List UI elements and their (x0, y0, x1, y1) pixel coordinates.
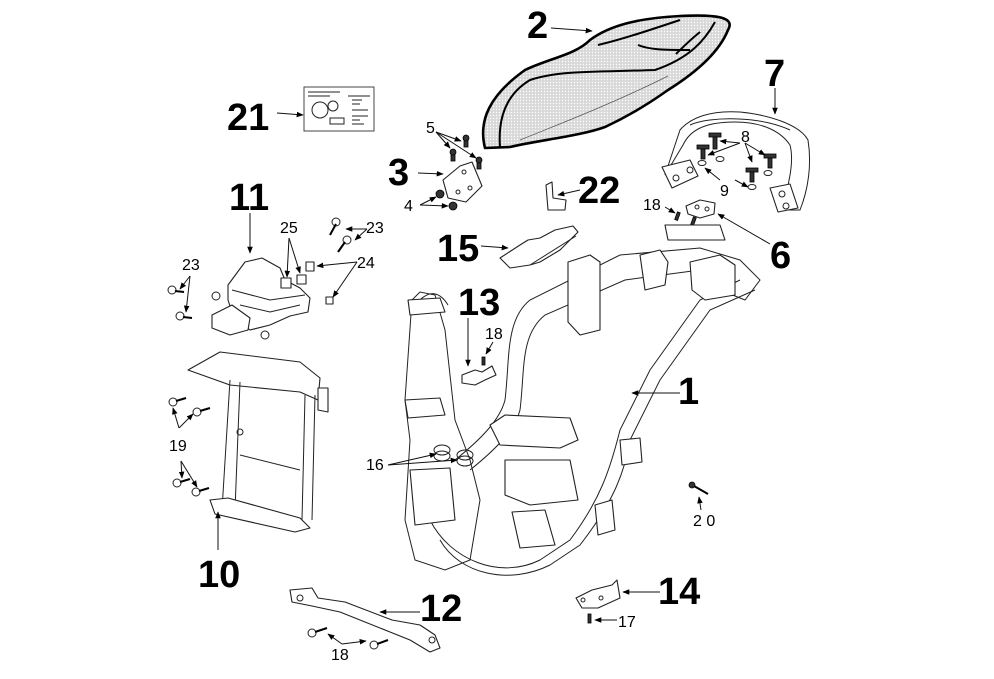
label-3: 3 (388, 152, 409, 194)
label-5: 5 (426, 120, 435, 137)
label-9: 9 (720, 183, 729, 200)
label-24: 24 (357, 255, 375, 272)
label-20: 2 0 (693, 513, 715, 530)
battery-holder-screws-right (329, 217, 352, 253)
label-10: 10 (198, 554, 240, 596)
label-25: 25 (280, 220, 298, 237)
seat-lock-bracket (685, 199, 716, 219)
rear-grab-rail (661, 111, 811, 213)
leader-2 (550, 27, 593, 34)
hinge-nuts (435, 189, 458, 211)
grab-rail-washers (697, 156, 773, 190)
label-18a: 18 (643, 197, 661, 214)
label-23a: 23 (366, 220, 384, 237)
label-1: 1 (678, 371, 699, 413)
subframe-screws (168, 397, 211, 497)
side-bracket (575, 579, 621, 609)
lower-bracket-bar (289, 587, 441, 653)
main-frame (404, 224, 761, 576)
label-7: 7 (764, 53, 785, 95)
label-23b: 23 (182, 257, 200, 274)
screw (587, 613, 592, 624)
battery-holder (211, 257, 311, 340)
label-14: 14 (658, 571, 700, 613)
screws-rail (674, 211, 697, 226)
clip-nuts (305, 261, 334, 305)
label-16: 16 (366, 457, 384, 474)
label-4: 4 (404, 198, 413, 215)
bolt (688, 481, 709, 495)
hinge-screws (449, 134, 483, 170)
warning-label (303, 86, 375, 132)
label-17: 17 (618, 614, 636, 631)
label-2: 2 (527, 5, 548, 47)
small-clip (545, 181, 567, 211)
label-18b: 18 (485, 326, 503, 343)
grab-rail-bolts (696, 132, 777, 183)
screws-lower (307, 627, 389, 650)
label-21: 21 (227, 97, 269, 139)
clips (280, 274, 307, 289)
label-6: 6 (770, 235, 791, 277)
label-11: 11 (229, 177, 269, 219)
label-12: 12 (420, 588, 462, 630)
seat-hinge (442, 161, 483, 203)
label-19: 19 (169, 438, 187, 455)
label-8: 8 (741, 129, 750, 146)
mount-plate (499, 225, 579, 269)
screw-bracket (481, 356, 486, 366)
small-bracket (461, 365, 497, 386)
label-15: 15 (437, 228, 479, 270)
label-22: 22 (578, 170, 620, 212)
battery-holder-screws-left (167, 285, 193, 321)
label-18c: 18 (331, 647, 349, 664)
rubber-rings (433, 444, 474, 467)
front-subframe (187, 351, 329, 533)
seat (481, 14, 731, 150)
label-13: 13 (458, 282, 500, 324)
